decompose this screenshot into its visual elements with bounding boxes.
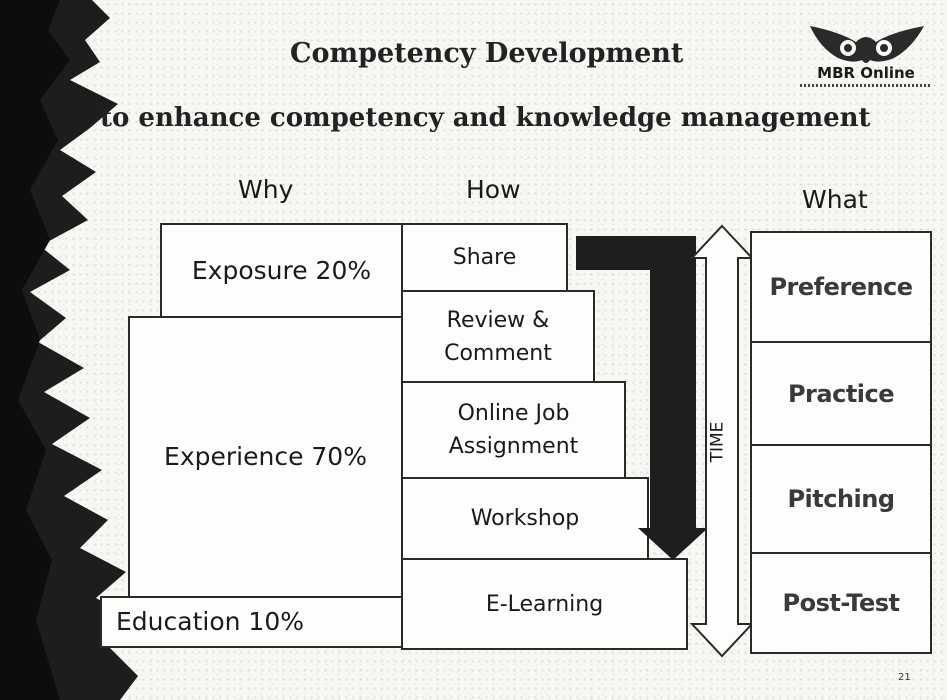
what-item-post-test: Post-Test bbox=[750, 552, 932, 654]
review-comment-box: Review & Comment bbox=[401, 290, 595, 383]
elearning-box: E-Learning bbox=[401, 558, 688, 650]
practice-label: Practice bbox=[787, 379, 895, 408]
experience-label: Experience 70% bbox=[164, 442, 367, 472]
online-job-assignment-box: Online Job Assignment bbox=[401, 381, 626, 479]
flow-arrow bbox=[576, 236, 708, 560]
pitching-label: Pitching bbox=[787, 485, 895, 513]
what-item-preference: Preference bbox=[750, 231, 932, 343]
preference-label: Preference bbox=[769, 273, 913, 301]
workshop-box: Workshop bbox=[401, 477, 649, 560]
share-box: Share bbox=[401, 223, 568, 292]
owl-logo-icon bbox=[810, 26, 924, 63]
education-label: Education 10% bbox=[116, 607, 304, 637]
share-label: Share bbox=[452, 245, 517, 270]
elearning-label: E-Learning bbox=[485, 591, 604, 617]
column-header-why: Why bbox=[238, 175, 294, 204]
what-item-pitching: Pitching bbox=[750, 444, 932, 554]
review-label: Review & Comment bbox=[444, 307, 552, 366]
what-item-practice: Practice bbox=[750, 341, 932, 446]
workshop-label: Workshop bbox=[470, 506, 580, 531]
column-header-what: What bbox=[802, 185, 868, 214]
column-header-how: How bbox=[466, 175, 521, 204]
exposure-label: Exposure 20% bbox=[191, 255, 372, 285]
post-test-label: Post-Test bbox=[782, 589, 901, 617]
page-title: Competency Development bbox=[290, 38, 684, 69]
online-job-label: Online Job Assignment bbox=[448, 401, 579, 459]
time-label: TIME bbox=[707, 421, 727, 463]
logo-tagline bbox=[800, 84, 932, 87]
page-number: 21 bbox=[898, 672, 911, 683]
time-double-arrow bbox=[689, 224, 755, 658]
education-box: Education 10% bbox=[100, 596, 403, 648]
page-subtitle: to enhance competency and knowledge mana… bbox=[100, 103, 871, 133]
logo-text: MBR Online bbox=[817, 64, 915, 82]
scan-smear bbox=[0, 0, 140, 700]
